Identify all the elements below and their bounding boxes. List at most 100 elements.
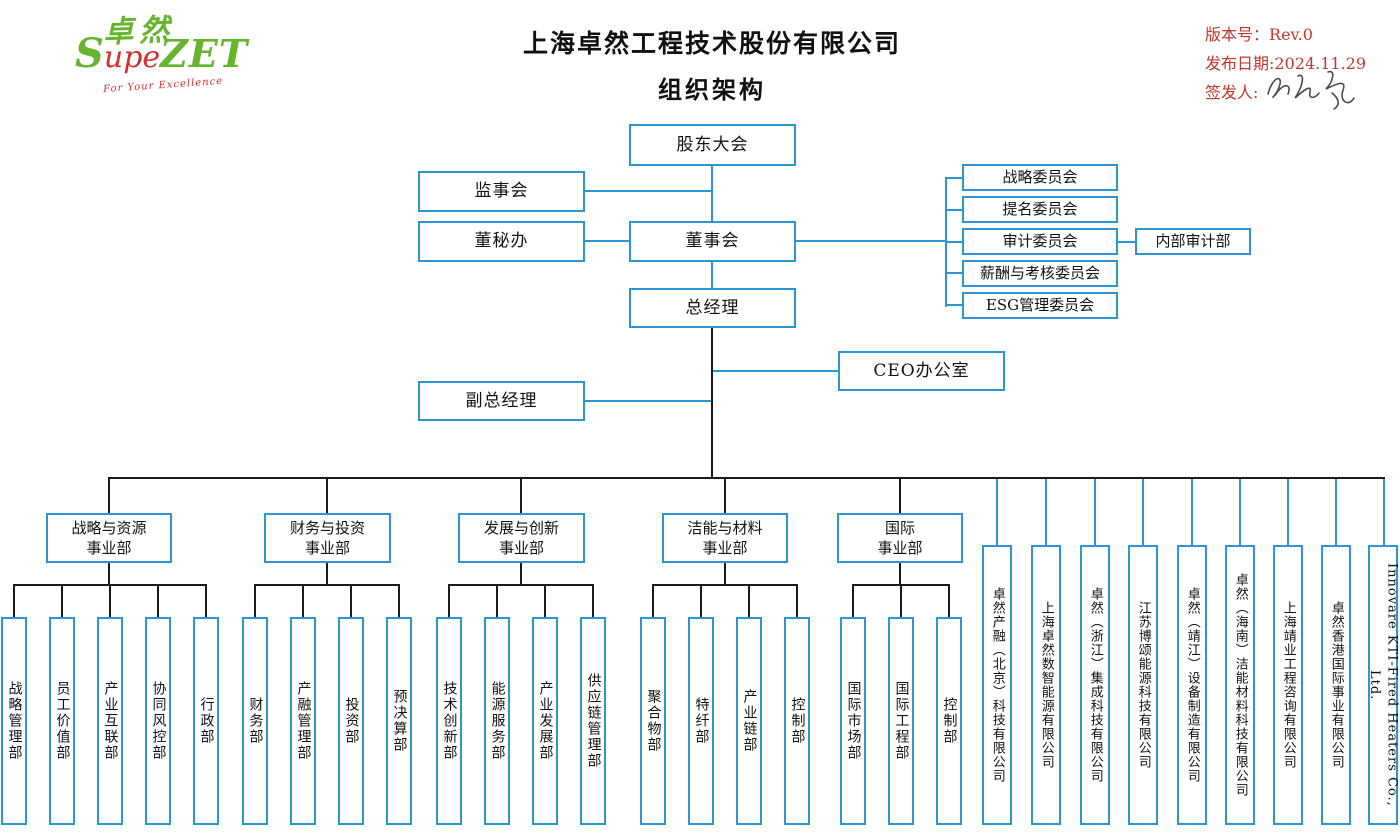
connector (1191, 478, 1193, 545)
company-name-title: 上海卓然工程技术股份有限公司 (522, 29, 901, 58)
date-label: 发布日期: (1205, 54, 1275, 73)
connector (326, 478, 328, 513)
connector (544, 585, 546, 617)
connector (585, 400, 712, 402)
node-dept-international-market: 国际市场部 (840, 617, 866, 825)
node-board-of-directors: 董事会 (629, 221, 796, 262)
connector (302, 585, 304, 617)
date-row: 发布日期:2024.11.29 (1205, 49, 1366, 78)
connector (652, 585, 654, 617)
version-row: 版本号：Rev.0 (1205, 20, 1366, 49)
connector (852, 584, 950, 586)
node-dept-strategy-management: 战略管理部 (1, 617, 27, 825)
node-subsidiary-zhuoran-chanrong-beijing: 卓然产融（北京）科技有限公司 (982, 545, 1012, 825)
connector (108, 477, 1385, 479)
division-name-line1: 战略与资源 (71, 518, 147, 537)
connector (796, 585, 798, 617)
node-strategy-committee: 战略委员会 (962, 164, 1118, 191)
signer-row: 签发人: (1205, 78, 1366, 107)
connector (700, 585, 702, 617)
connector (1045, 478, 1047, 545)
page-title: 上海卓然工程技术股份有限公司 组织架构 (412, 24, 1012, 105)
connector (13, 584, 207, 586)
connector (652, 584, 798, 586)
connector (711, 166, 713, 221)
node-dept-polymer: 聚合物部 (640, 617, 666, 825)
connector (945, 241, 962, 243)
version-label: 版本号： (1205, 25, 1270, 44)
connector (1094, 478, 1096, 545)
connector (326, 562, 328, 585)
connector (108, 477, 110, 513)
node-audit-committee: 审计委员会 (962, 228, 1118, 255)
connector (108, 562, 110, 585)
connector (592, 585, 594, 617)
division-name-line2: 事业部 (877, 539, 923, 557)
node-dept-industry-finance-management: 产融管理部 (290, 617, 316, 825)
node-general-manager: 总经理 (629, 288, 796, 328)
connector (585, 190, 712, 192)
division-name: 发展与创新事业部 (484, 518, 559, 559)
node-dept-employee-value: 员工价值部 (49, 617, 75, 825)
node-division-strategy-resources: 战略与资源事业部 (46, 513, 172, 563)
node-subsidiary-innovare-kti-fired-heaters: Innovare KTI-Fired Heaters Co., Ltd. (1367, 545, 1400, 825)
node-division-finance-investment: 财务与投资事业部 (264, 513, 391, 563)
division-name: 洁能与材料事业部 (687, 518, 762, 559)
connector (1142, 478, 1144, 545)
connector (945, 272, 962, 274)
chart-title: 组织架构 (658, 75, 766, 104)
node-division-international: 国际事业部 (837, 513, 963, 563)
connector (948, 585, 950, 617)
division-name: 国际事业部 (877, 518, 922, 559)
connector (109, 585, 111, 617)
connector (712, 370, 838, 372)
connector (13, 585, 15, 617)
connector (1239, 478, 1241, 545)
signature (1267, 70, 1355, 110)
node-dept-energy-services: 能源服务部 (484, 617, 510, 825)
node-dept-international-engineering: 国际工程部 (888, 617, 914, 825)
logo-letters-upe: upe (103, 40, 161, 75)
node-dept-control-cleanenergy: 控制部 (784, 617, 810, 825)
node-subsidiary-jiangsu-bosong-energy: 江苏博颂能源科技有限公司 (1128, 545, 1158, 825)
connector (1383, 478, 1385, 545)
connector (520, 562, 522, 585)
version-block: 版本号：Rev.0 发布日期:2024.11.29 签发人: (1205, 20, 1366, 107)
node-division-development-innovation: 发展与创新事业部 (458, 513, 585, 563)
connector (711, 262, 713, 289)
node-dept-finance: 财务部 (242, 617, 268, 825)
division-name-line1: 财务与投资 (289, 518, 365, 537)
node-dept-budget-final-accounts: 预决算部 (386, 617, 412, 825)
node-subsidiary-shanghai-jingye-consulting: 上海靖业工程咨询有限公司 (1273, 545, 1303, 825)
connector (899, 562, 901, 585)
connector (724, 478, 726, 513)
division-name-line1: 国际 (884, 518, 915, 537)
logo-letter-s: S (75, 30, 104, 77)
connector (254, 585, 256, 617)
connector (1118, 241, 1135, 243)
connector (350, 585, 352, 617)
division-name: 战略与资源事业部 (71, 518, 146, 559)
node-dept-supply-chain-management: 供应链管理部 (580, 617, 606, 825)
node-dept-industry-chain: 产业链部 (736, 617, 762, 825)
connector (448, 584, 594, 586)
node-dept-administration: 行政部 (193, 617, 219, 825)
division-name-line2: 事业部 (86, 539, 132, 557)
node-dept-control-international: 控制部 (936, 617, 962, 825)
logo-wordmark: SupeZET (75, 30, 248, 77)
division-name-line1: 洁能与材料 (687, 518, 763, 537)
connector (748, 585, 750, 617)
node-shareholders-meeting: 股东大会 (629, 124, 796, 166)
node-dept-special-fiber: 特纤部 (688, 617, 714, 825)
logo-letters-zet: ZET (160, 31, 249, 76)
signer-label: 签发人: (1205, 83, 1259, 102)
connector (899, 478, 901, 513)
node-ceo-office: CEO办公室 (838, 351, 1005, 391)
connector (900, 585, 902, 617)
connector (254, 584, 400, 586)
node-internal-audit-dept: 内部审计部 (1135, 228, 1251, 255)
node-nomination-committee: 提名委员会 (962, 196, 1118, 223)
connector (398, 585, 400, 617)
node-subsidiary-zhuoran-zhejiang-integration: 卓然（浙江）集成科技有限公司 (1080, 545, 1110, 825)
division-name-line2: 事业部 (304, 539, 350, 557)
